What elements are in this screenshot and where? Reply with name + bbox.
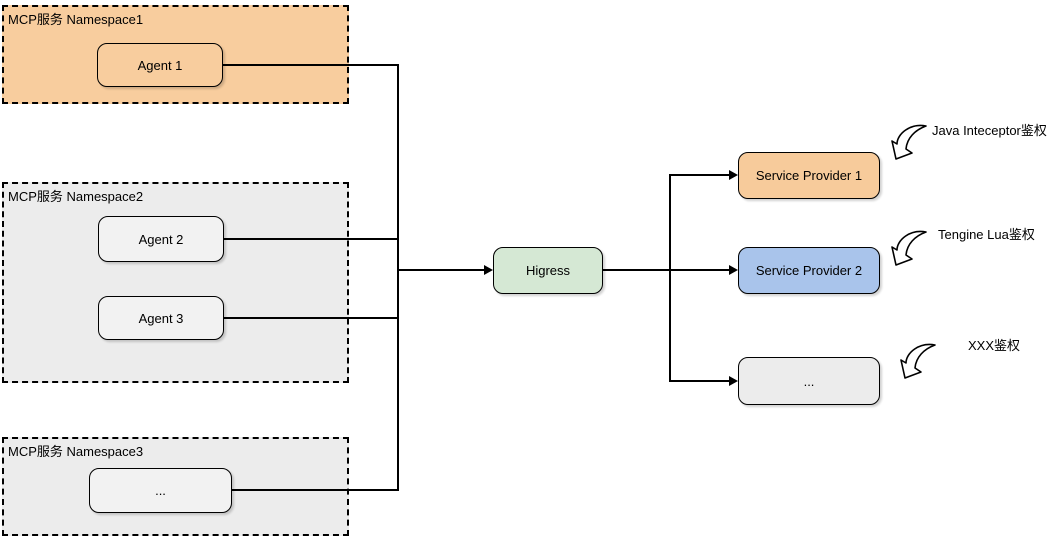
namespace-box-3: MCP服务 Namespace3 <box>2 437 349 536</box>
node-label: Service Provider 1 <box>755 168 863 183</box>
connector-bus-to-provider3 <box>670 380 730 382</box>
node-agent-2: Agent 2 <box>98 216 224 262</box>
arrowhead-provider3 <box>729 376 738 386</box>
node-label: Service Provider 2 <box>755 263 863 278</box>
node-agent-ellipsis: ... <box>89 468 232 513</box>
annotation-java-interceptor-auth: Java Inteceptor鉴权 <box>932 123 1047 138</box>
connector-left-vertical-bus <box>397 64 399 491</box>
connector-bus-to-provider2 <box>670 269 730 271</box>
node-agent-3: Agent 3 <box>98 296 224 340</box>
connector-agent3-bus <box>224 317 398 319</box>
node-label: Higress <box>525 263 571 278</box>
node-agent-1: Agent 1 <box>97 43 223 87</box>
connector-right-vertical-bus <box>669 174 671 382</box>
node-label: Agent 2 <box>138 231 184 247</box>
connector-agent2-bus <box>224 238 398 240</box>
node-label: ... <box>155 483 166 498</box>
arrowhead-provider1 <box>729 170 738 180</box>
node-service-provider-1: Service Provider 1 <box>738 152 880 199</box>
node-label: Agent 1 <box>137 57 183 73</box>
connector-bus-to-provider1 <box>670 174 730 176</box>
node-label: ... <box>803 373 815 389</box>
connector-bus-to-higress <box>398 269 486 271</box>
curved-arrow-icon <box>900 343 936 379</box>
namespace-box-2: MCP服务 Namespace2 <box>2 182 349 383</box>
annotation-tengine-lua-auth: Tengine Lua鉴权 <box>938 227 1035 242</box>
curved-arrow-icon <box>891 124 927 160</box>
namespace-label: MCP服务 Namespace1 <box>8 12 144 27</box>
namespace-label: MCP服务 Namespace3 <box>8 444 144 459</box>
arrowhead-higress <box>484 265 493 275</box>
arrowhead-provider2 <box>729 265 738 275</box>
annotation-xxx-auth: XXX鉴权 <box>968 338 1021 353</box>
node-label: Agent 3 <box>138 310 184 326</box>
node-higress: Higress <box>493 247 603 294</box>
namespace-label: MCP服务 Namespace2 <box>8 189 144 204</box>
connector-agent1-bus <box>223 64 398 66</box>
connector-higress-to-bus <box>603 269 670 271</box>
connector-agent-dots-bus <box>232 489 398 491</box>
node-service-provider-2: Service Provider 2 <box>738 247 880 294</box>
namespace-box-1: MCP服务 Namespace1 <box>2 5 349 104</box>
curved-arrow-icon <box>891 230 927 266</box>
node-provider-ellipsis: ... <box>738 357 880 405</box>
